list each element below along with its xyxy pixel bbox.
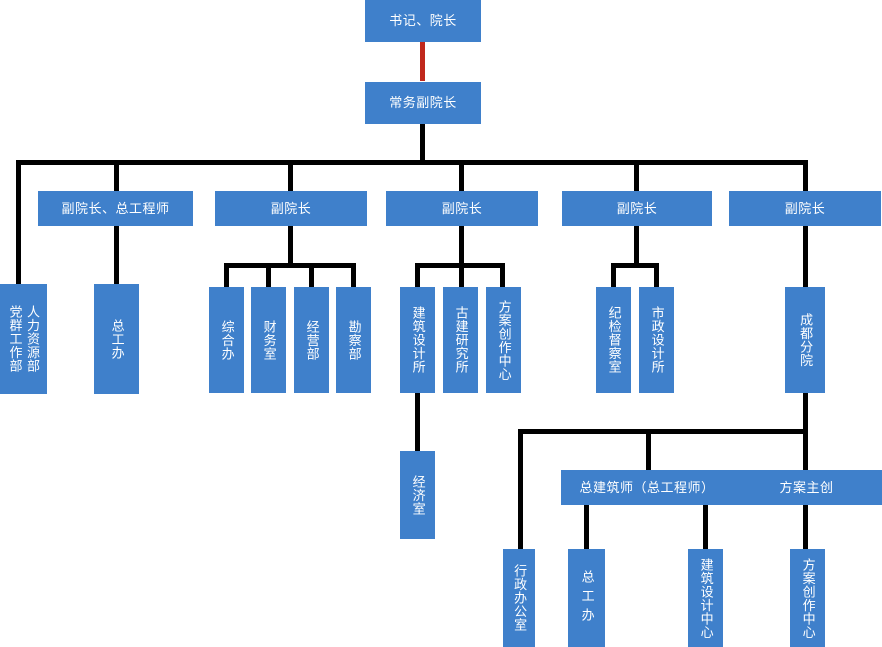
node-municipal-design-institute[interactable]: 市政设计所 <box>639 287 674 393</box>
connector-drop-finance-office <box>266 263 271 288</box>
node-executive-vp[interactable]: 常务副院长 <box>365 82 481 124</box>
node-general-office[interactable]: 综合办 <box>209 287 244 393</box>
node-operations-department[interactable]: 经营部 <box>294 287 329 393</box>
connector-drop-vp5 <box>803 160 808 192</box>
connector-drop-survey-dept <box>351 263 356 288</box>
node-discipline-inspection-office[interactable]: 纪检督察室 <box>596 287 631 393</box>
connector-vp3-stem <box>459 225 464 265</box>
node-chief-engineer-office-chengdu[interactable]: 总工办 <box>568 549 605 647</box>
connector-group-b-bus <box>224 263 356 268</box>
connector-drop-discipline-inspection <box>611 263 616 288</box>
node-scheme-creation-center-chengdu[interactable]: 方案创作中心 <box>790 549 825 647</box>
connector-drop-vp3 <box>459 160 464 192</box>
node-secretary-president[interactable]: 书记、院长 <box>365 0 481 42</box>
connector-drop-chief-architect <box>646 429 651 471</box>
connector-drop-ancient-arch-institute <box>459 263 464 288</box>
connector-executive-vp-stem <box>420 124 425 164</box>
connector-vp2-stem <box>288 225 293 265</box>
connector-drop-vp2 <box>288 160 293 192</box>
node-chengdu-branch[interactable]: 成都分院 <box>785 287 825 393</box>
node-chief-architect[interactable]: 总建筑师（总工程师） <box>561 470 733 505</box>
connector-root-to-executive-vp <box>420 39 425 81</box>
connector-vp1-to-chief-eng-office <box>114 225 119 285</box>
connector-arch-design-institute-to-economics-office <box>415 393 420 453</box>
node-vp-chief-engineer[interactable]: 副院长、总工程师 <box>38 191 193 226</box>
connector-drop-scheme-lead <box>803 429 808 471</box>
connector-level3-bus <box>16 160 806 165</box>
connector-group-d-bus <box>611 263 659 268</box>
connector-vp5-to-chengdu-branch <box>803 225 808 287</box>
connector-chief-architect-to-arch-design-center <box>703 504 708 550</box>
connector-rail-hr-party <box>16 160 21 285</box>
node-architectural-design-center[interactable]: 建筑设计中心 <box>688 549 723 647</box>
node-ancient-architecture-research-institute[interactable]: 古建研究所 <box>443 287 478 393</box>
connector-drop-arch-design-institute <box>415 263 420 288</box>
connector-chengdu-bus <box>518 429 808 434</box>
connector-drop-general-office <box>224 263 229 288</box>
connector-drop-municipal-design-institute <box>654 263 659 288</box>
node-economics-office[interactable]: 经济室 <box>400 451 435 539</box>
node-finance-office[interactable]: 财务室 <box>251 287 286 393</box>
node-vp-5[interactable]: 副院长 <box>729 191 881 226</box>
connector-chengdu-branch-stem <box>803 393 808 433</box>
node-vp-2[interactable]: 副院长 <box>215 191 367 226</box>
node-scheme-lead[interactable]: 方案主创 <box>731 470 882 505</box>
node-administrative-office[interactable]: 行政办公室 <box>503 549 535 647</box>
connector-vp4-stem <box>634 225 639 265</box>
node-hr-and-party-affairs[interactable]: 人力资源部 党群工作部 <box>0 284 47 394</box>
node-scheme-creation-center[interactable]: 方案创作中心 <box>486 287 521 393</box>
connector-drop-operations-dept <box>309 263 314 288</box>
connector-scheme-lead-to-scheme-creation-center-2 <box>803 504 808 550</box>
connector-drop-admin-rail <box>518 429 523 549</box>
connector-drop-scheme-creation-center <box>500 263 505 288</box>
connector-chief-architect-to-chief-eng-office-2 <box>584 504 589 550</box>
node-vp-3[interactable]: 副院长 <box>386 191 538 226</box>
connector-drop-vp1 <box>114 160 119 192</box>
node-chief-engineer-office[interactable]: 总工办 <box>94 284 139 394</box>
node-survey-department[interactable]: 勘察部 <box>336 287 371 393</box>
connector-drop-vp4 <box>634 160 639 192</box>
node-vp-4[interactable]: 副院长 <box>562 191 712 226</box>
node-architectural-design-institute[interactable]: 建筑设计所 <box>400 287 435 393</box>
